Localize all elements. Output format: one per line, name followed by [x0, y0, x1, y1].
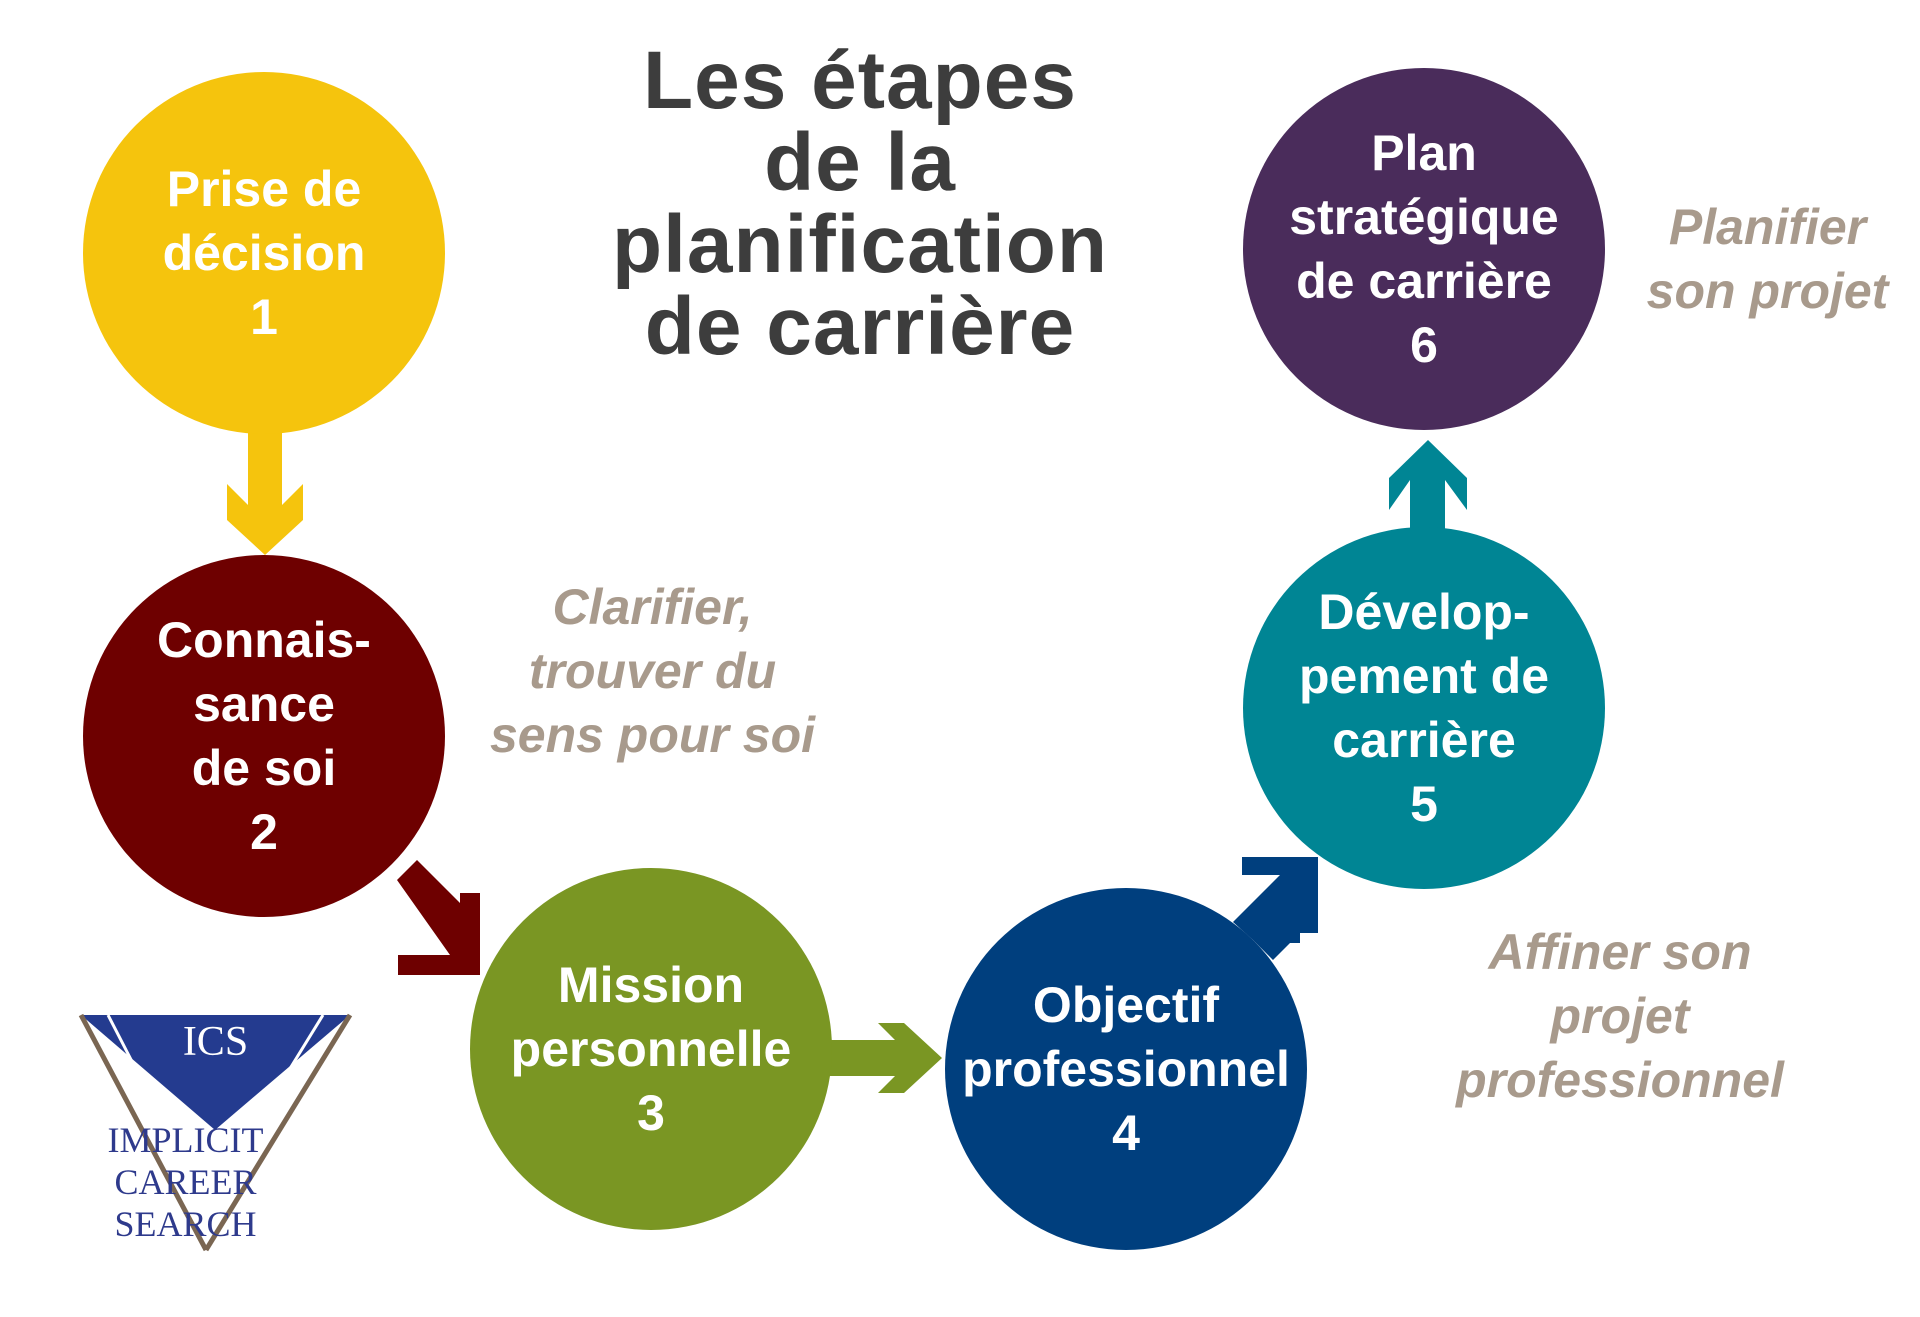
step-circle-6: Plan stratégique de carrière 6 [1243, 68, 1605, 430]
note-plan: Planifier son projet [1620, 195, 1915, 323]
arrow-step5-to-step6 [1389, 440, 1467, 530]
step-label: Plan [1371, 125, 1477, 181]
logo-line: CAREER [114, 1162, 257, 1202]
step-label: Mission [557, 957, 745, 1013]
step-label: Objectif [1032, 977, 1220, 1033]
note-line: son projet [1646, 263, 1889, 319]
logo-line: SEARCH [114, 1204, 257, 1244]
step-number: 4 [1112, 1105, 1140, 1161]
step-label: décision [162, 225, 366, 281]
step-label: professionnel [962, 1041, 1290, 1097]
note-line: Affiner son [1488, 924, 1752, 980]
step-circle-2: Connais- sance de soi 2 [83, 555, 445, 917]
step-label: sance [193, 676, 335, 732]
step-circle-5: Dévelop- pement de carrière 5 [1243, 527, 1605, 889]
title-line: de la [764, 117, 956, 208]
arrow-step2-to-step3 [397, 860, 480, 975]
logo-v-shape [78, 1013, 353, 1252]
step-circle-4: Objectif professionnel 4 [945, 888, 1307, 1250]
step-label: de carrière [1296, 253, 1552, 309]
step-number: 1 [250, 289, 278, 345]
note-refine: Affiner son projet professionnel [1420, 920, 1820, 1112]
note-line: trouver du [528, 643, 777, 699]
step-label: Connais- [157, 612, 371, 668]
step-number: 3 [637, 1085, 665, 1141]
arrow-step3-to-step4 [825, 1023, 942, 1093]
note-line: projet [1550, 988, 1690, 1044]
step-circle-1: Prise de décision 1 [83, 72, 445, 434]
note-line: Clarifier, [552, 579, 753, 635]
step-label: carrière [1332, 712, 1516, 768]
step-label: personnelle [510, 1021, 792, 1077]
arrow-step4-to-step5 [1233, 857, 1318, 960]
arrow-step1-to-step2 [227, 425, 303, 555]
title-line: Les étapes [643, 35, 1077, 126]
step-label: stratégique [1289, 189, 1559, 245]
ics-logo: ICS IMPLICIT CAREER SEARCH [78, 1010, 353, 1255]
step-label: pement de [1298, 648, 1550, 704]
logo-abbr: ICS [182, 1019, 249, 1065]
note-line: professionnel [1456, 1052, 1784, 1108]
step-label: de soi [191, 740, 337, 796]
note-clarify: Clarifier, trouver du sens pour soi [460, 575, 845, 767]
page-title: Les étapes de la planification de carriè… [520, 40, 1200, 368]
title-line: de carrière [644, 281, 1076, 372]
note-line: Planifier [1668, 199, 1867, 255]
step-circle-3: Mission personnelle 3 [470, 868, 832, 1230]
step-number: 6 [1410, 317, 1438, 373]
note-line: sens pour soi [489, 707, 816, 763]
logo-line: IMPLICIT [107, 1120, 264, 1160]
step-label: Prise de [166, 161, 362, 217]
step-number: 5 [1410, 776, 1438, 832]
step-number: 2 [250, 804, 278, 860]
title-line: planification [612, 199, 1108, 290]
step-label: Dévelop- [1318, 584, 1530, 640]
